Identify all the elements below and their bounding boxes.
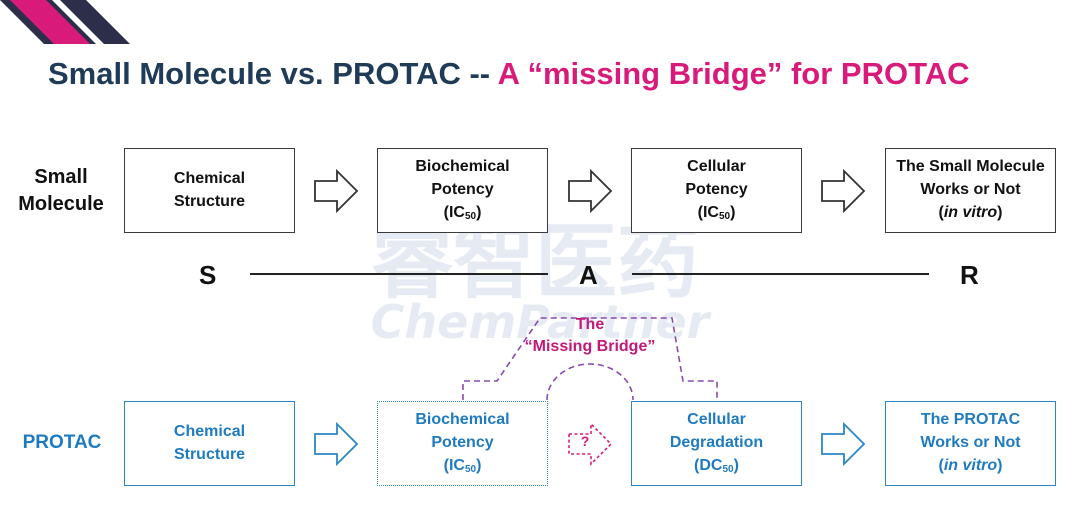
sm-arrow-3-icon [821, 168, 866, 214]
sm-arrow-2-icon [568, 168, 613, 214]
sar-a: A [579, 260, 598, 290]
sm-box3-line2: Potency [685, 181, 748, 199]
missing-bridge-label: The “Missing Bridge” [500, 314, 680, 357]
protac-arrow-1-icon [314, 421, 359, 467]
sm-box1-line2: Structure [173, 192, 246, 210]
small-molecule-label: Small Molecule [18, 166, 104, 215]
pr-box1-line2: Structure [173, 445, 246, 463]
sar-s: S [199, 260, 217, 290]
page-title: Small Molecule vs. PROTAC -- A “missing … [48, 56, 970, 92]
sm-box-biochemical-potency: Biochemical Potency (IC50) [377, 148, 548, 233]
pr-box4-line3: (in vitro) [938, 456, 1003, 474]
pr-box3-line1: Cellular [687, 411, 746, 429]
pr-box2-line3: (IC50) [443, 456, 482, 475]
sm-box2-line1: Biochemical [415, 158, 510, 176]
protac-box-chemical-structure: Chemical Structure [124, 401, 295, 486]
pr-box3-line3: (DC50) [694, 456, 739, 475]
protac-arrow-question-icon [568, 422, 613, 466]
question-mark: ? [580, 433, 590, 449]
pr-box4-line2: Works or Not [920, 434, 1021, 452]
sm-box3-line1: Cellular [687, 158, 746, 176]
title-accent: A “missing Bridge” for PROTAC [497, 56, 970, 91]
title-main: Small Molecule vs. PROTAC -- [48, 56, 498, 91]
sm-box-cellular-potency: Cellular Potency (IC50) [631, 148, 802, 233]
pr-box4-line1: The PROTAC [920, 411, 1021, 429]
pr-box1-line1: Chemical [173, 422, 246, 440]
bridge-line2: “Missing Bridge” [524, 337, 656, 355]
pr-box2-line2: Potency [431, 434, 494, 452]
protac-label: PROTAC [22, 432, 102, 453]
sar-r: R [960, 260, 979, 290]
sm-box4-line2: Works or Not [920, 181, 1021, 199]
pr-box2-line1: Biochemical [415, 411, 510, 429]
protac-box-biochemical-potency: Biochemical Potency (IC50) [377, 401, 548, 486]
sm-box2-line2: Potency [431, 181, 494, 199]
sm-box3-line3: (IC50) [697, 203, 736, 222]
protac-arrow-3-icon [821, 421, 866, 467]
protac-box-cellular-degradation: Cellular Degradation (DC50) [631, 401, 802, 486]
bridge-line1: The [575, 316, 605, 333]
pr-box3-line2: Degradation [669, 434, 764, 452]
corner-decoration [0, 0, 130, 44]
sm-arrow-1-icon [314, 168, 359, 214]
sm-box-works-or-not: The Small Molecule Works or Not (in vitr… [885, 148, 1056, 233]
sm-box2-line3: (IC50) [443, 203, 482, 222]
sm-box4-line3: (in vitro) [938, 203, 1003, 221]
sm-box4-line1: The Small Molecule [896, 158, 1045, 176]
sm-box-chemical-structure: Chemical Structure [124, 148, 295, 233]
sm-box1-line1: Chemical [173, 169, 246, 187]
protac-box-works-or-not: The PROTAC Works or Not (in vitro) [885, 401, 1056, 486]
sar-line-left [250, 273, 548, 275]
sar-line-right [632, 273, 929, 275]
